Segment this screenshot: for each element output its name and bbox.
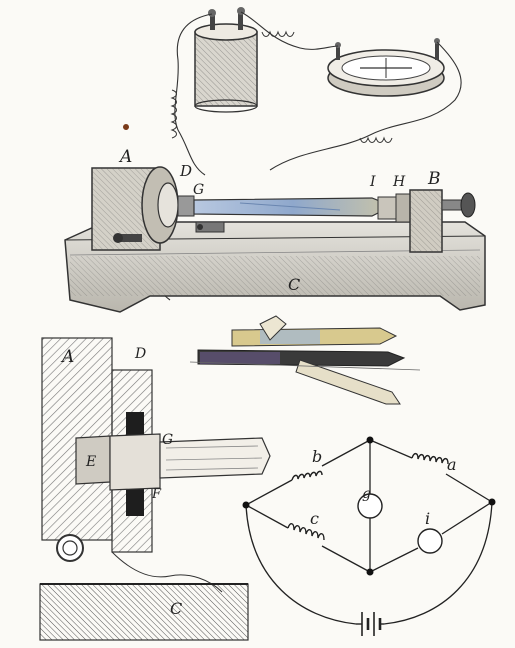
node-left bbox=[242, 501, 250, 509]
node-right bbox=[488, 498, 496, 506]
bridge-wire-b-node bbox=[321, 439, 371, 467]
node-bottom bbox=[366, 568, 374, 576]
resistor-coil-c bbox=[287, 523, 325, 541]
bridge-arc-left bbox=[245, 504, 357, 625]
crystal-group bbox=[189, 315, 421, 405]
section-labels: A D E G F C bbox=[60, 346, 182, 618]
bridge-wire-left-top bbox=[245, 479, 293, 506]
bridge-wire-node-a bbox=[369, 439, 413, 459]
label-D-section: D bbox=[134, 346, 146, 362]
label-i-bridge: i bbox=[425, 509, 430, 528]
galvanometer-g bbox=[357, 493, 383, 519]
label-b-bridge: b bbox=[312, 447, 322, 466]
label-C-upper: C bbox=[288, 275, 300, 294]
resistor-coil-b bbox=[291, 470, 323, 481]
label-G-section: G bbox=[162, 432, 173, 448]
bridge-nodes bbox=[242, 436, 496, 576]
bridge-arc-right bbox=[383, 501, 493, 625]
label-D-upper: D bbox=[179, 162, 192, 180]
label-A-upper: A bbox=[118, 147, 132, 167]
battery-cell bbox=[194, 7, 258, 113]
label-C-section: C bbox=[170, 599, 182, 618]
label-H-upper: H bbox=[392, 174, 406, 190]
apparatus-base bbox=[64, 221, 486, 313]
crystal-rod bbox=[193, 197, 394, 217]
block-A bbox=[91, 166, 179, 251]
label-c-bridge: c bbox=[310, 509, 319, 528]
galvanometer-i bbox=[417, 528, 443, 554]
label-a-bridge: a bbox=[447, 455, 457, 474]
section-view bbox=[39, 337, 271, 641]
upper-labels: A D G I H B C bbox=[118, 147, 441, 294]
galvanometer bbox=[327, 38, 445, 97]
label-F-section: F bbox=[151, 487, 162, 502]
label-A-section: A bbox=[60, 347, 74, 367]
label-B-upper: B bbox=[427, 169, 441, 189]
node-top bbox=[366, 436, 374, 444]
bridge-diagram bbox=[245, 439, 493, 625]
ink-spot bbox=[123, 124, 129, 130]
label-G-upper: G bbox=[193, 182, 204, 198]
label-E-section: E bbox=[85, 454, 96, 470]
label-I-upper: I bbox=[369, 174, 376, 190]
block-B bbox=[377, 189, 476, 253]
bridge-wire-right-top bbox=[445, 473, 493, 503]
label-g-bridge: g bbox=[362, 486, 371, 502]
bridge-components bbox=[287, 452, 449, 636]
battery-symbol bbox=[356, 612, 384, 636]
bridge-wire-c-node bbox=[321, 545, 371, 573]
bridge-labels: b a c g i bbox=[310, 447, 457, 528]
resistor-coil-a bbox=[411, 452, 449, 465]
bridge-wire-i-right bbox=[441, 501, 493, 535]
bridge-wire-left-bottom bbox=[245, 504, 289, 529]
bridge-wire-node-i bbox=[369, 547, 419, 573]
